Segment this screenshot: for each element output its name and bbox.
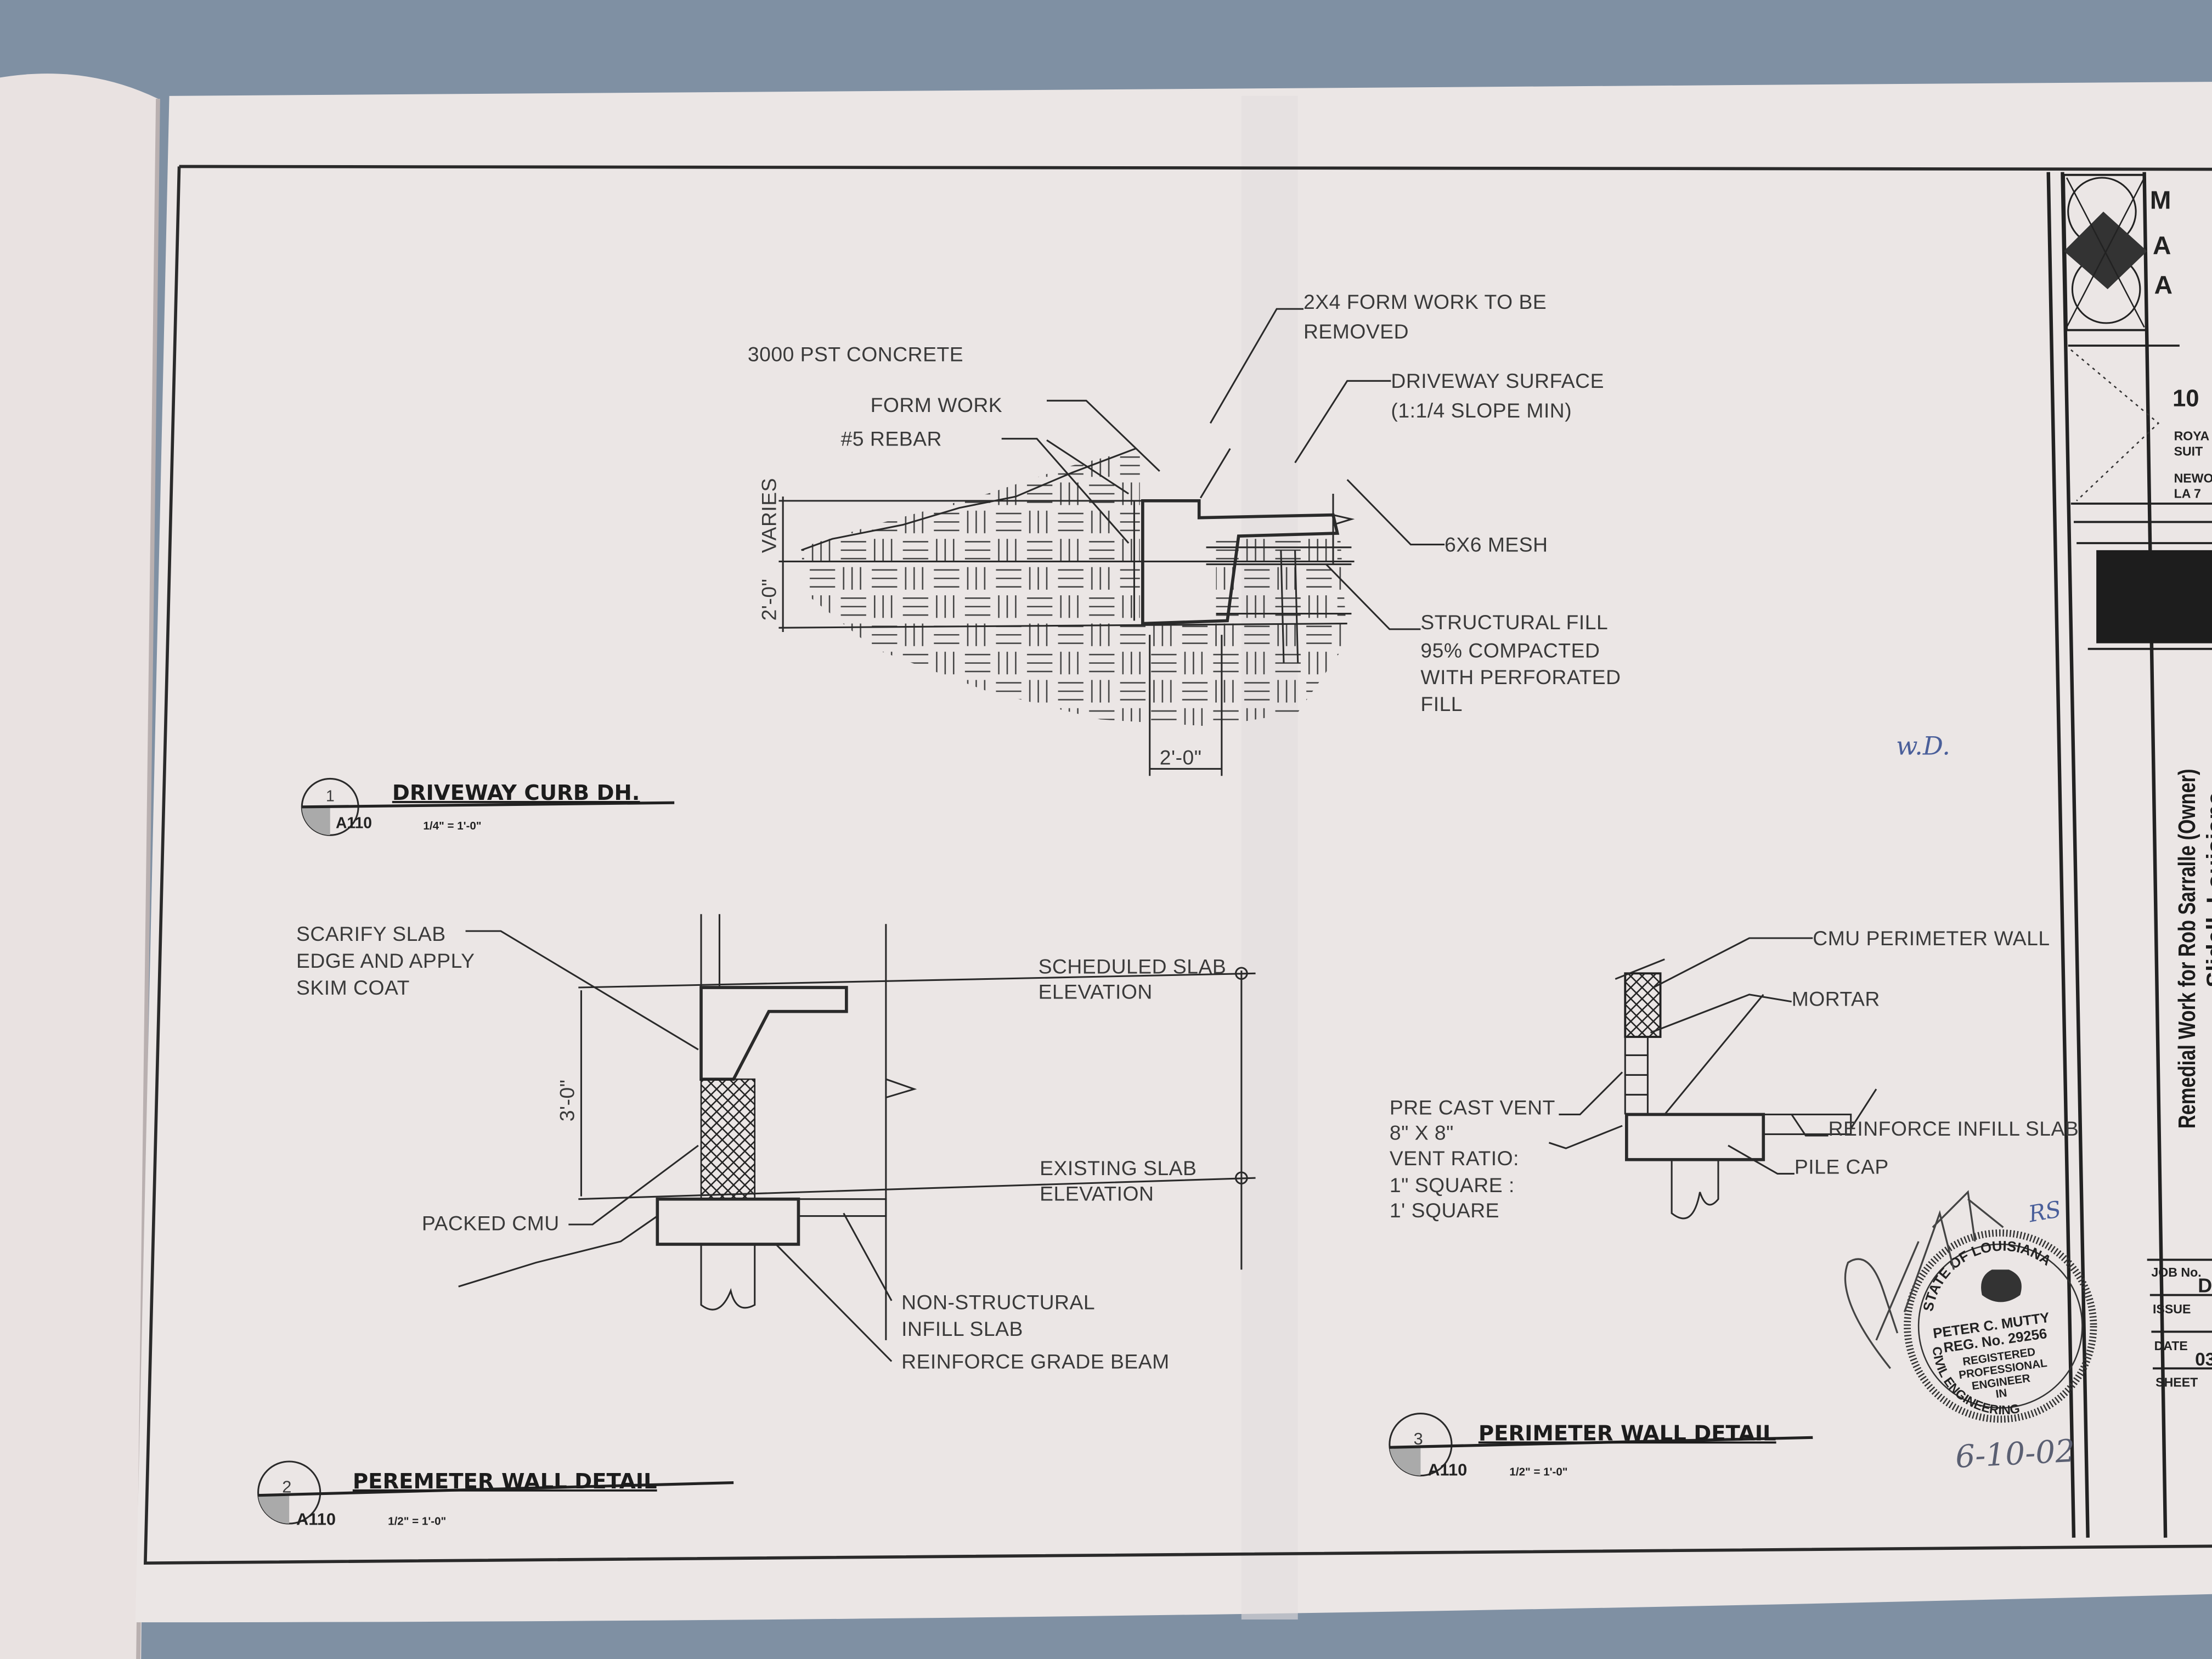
detail-3-perimeter-wall: CMU PERIMETER WALL MORTAR PRE CAST VENT … <box>1389 927 2079 1480</box>
handwritten-initials-seal: RS <box>2026 1196 2063 1228</box>
label-scheduled-elev: ELEVATION <box>1039 980 1153 1003</box>
sheet-ref: A110 <box>1427 1460 1467 1480</box>
label-driveway-slope: (1:1/4 SLOPE MIN) <box>1391 399 1572 422</box>
detail-title: DRIVEWAY CURB DH. <box>392 781 640 805</box>
redacted-block <box>2096 550 2212 644</box>
label-existing-slab: EXISTING SLAB <box>1040 1156 1197 1180</box>
sheet-border <box>143 165 2212 1565</box>
label-packed-cmu: PACKED CMU <box>422 1211 560 1234</box>
label-scarify-2: EDGE AND APPLY <box>296 949 475 972</box>
label-rebar: #5 REBAR <box>841 427 942 450</box>
detail-number: 1 <box>326 787 335 805</box>
project-location: Slidell, Louisiana <box>2202 791 2212 988</box>
detail-1-driveway-curb: 3000 PST CONCRETE FORM WORK #5 REBAR 2X4… <box>301 290 1621 836</box>
sheet <box>135 82 2212 1623</box>
detail-title: PEREMETER WALL DETAIL <box>353 1469 657 1494</box>
label-grade-beam: REINFORCE GRADE BEAM <box>901 1350 1170 1373</box>
dim-depth: 2'-0" <box>757 579 780 621</box>
label-vent-5: 1' SQUARE <box>1390 1199 1499 1222</box>
detail-scale: 1/2" = 1'-0" <box>1509 1466 1567 1479</box>
label-infill-1: NON-STRUCTURAL <box>901 1290 1095 1313</box>
label-vent-2: 8" X 8" <box>1390 1121 1454 1144</box>
label-fill-3: WITH PERFORATED <box>1420 665 1621 689</box>
dim-width: 2'-0" <box>1160 746 1202 769</box>
label-form-removed: 2X4 FORM WORK TO BE <box>1304 290 1547 313</box>
signature <box>1844 1190 2004 1369</box>
label-mesh: 6X6 MESH <box>1444 533 1548 556</box>
label-fill-2: 95% COMPACTED <box>1420 639 1600 662</box>
detail-scale: 1/2" = 1'-0" <box>388 1515 446 1528</box>
address-line: ROYA <box>2174 428 2210 443</box>
address-line: SUIT <box>2174 444 2203 459</box>
handwritten-initials: w.D. <box>1896 731 1950 761</box>
label-reinforce-infill: REINFORCE INFILL SLAB <box>1829 1117 2079 1140</box>
address-line: LA 7 <box>2174 487 2201 501</box>
label-vent-1: PRE CAST VENT <box>1390 1096 1555 1119</box>
label-form-removed-2: REMOVED <box>1304 320 1409 343</box>
label-fill-4: FILL <box>1420 692 1463 715</box>
label-scarify-3: SKIM COAT <box>296 976 410 999</box>
logo-letter-a1: A <box>2153 231 2171 259</box>
left-page <box>0 74 158 1659</box>
sheet-ref: A110 <box>296 1510 336 1529</box>
soil-hatch <box>801 448 1347 727</box>
sheet-label: SHEET <box>2155 1375 2198 1390</box>
logo-letter-m: M <box>2150 186 2171 215</box>
project-title: Remedial Work for Rob Sarralle (Owner) <box>2174 769 2200 1128</box>
label-cmu-wall: CMU PERIMETER WALL <box>1813 927 2050 950</box>
detail-number: 3 <box>1414 1429 1424 1448</box>
pelican-icon <box>1981 1269 2022 1302</box>
label-scheduled-slab: SCHEDULED SLAB <box>1039 955 1227 978</box>
address-line: NEWO <box>2174 471 2212 485</box>
label-vent-3: VENT RATIO: <box>1390 1147 1519 1170</box>
label-driveway: DRIVEWAY SURFACE <box>1391 369 1604 392</box>
date-label: DATE <box>2154 1339 2188 1353</box>
label-form-work: FORM WORK <box>871 393 1003 416</box>
label-fill-1: STRUCTURAL FILL <box>1420 611 1608 634</box>
detail-number: 2 <box>282 1477 292 1497</box>
dim-height: 3'-0" <box>556 1080 579 1122</box>
title-block: M A A 10 ROYA SUIT NEWO LA 7 Remedial Wo… <box>2046 172 2212 1538</box>
detail-scale: 1/4" = 1'-0" <box>423 820 481 832</box>
curb-concrete <box>1141 499 1340 625</box>
logo-diamond-icon <box>2064 211 2147 290</box>
detail-title: PERIMETER WALL DETAIL <box>1479 1421 1776 1446</box>
detail-1-title: 1 DRIVEWAY CURB DH. A110 1/4" = 1'-0" <box>301 777 675 836</box>
detail-2-perimeter-wall: SCARIFY SLAB EDGE AND APPLY SKIM COAT SC… <box>257 914 1256 1529</box>
detail-2-title: 2 PEREMETER WALL DETAIL A110 1/2" = 1'-0… <box>257 1460 734 1529</box>
label-infill-2: INFILL SLAB <box>901 1317 1023 1340</box>
issue-label: ISSUE <box>2153 1302 2191 1316</box>
handwritten-date: 6-10-02 <box>1955 1433 2076 1475</box>
label-existing-elev: ELEVATION <box>1040 1182 1154 1205</box>
address-number: 10 <box>2172 385 2199 412</box>
job-no-label: JOB No. <box>2151 1265 2201 1279</box>
label-mortar: MORTAR <box>1792 987 1880 1010</box>
seal-line: IN <box>1995 1386 2008 1401</box>
label-vent-4: 1" SQUARE : <box>1390 1173 1515 1197</box>
label-concrete: 3000 PST CONCRETE <box>748 342 963 365</box>
sheet-ref: A110 <box>336 814 372 831</box>
job-no-value: D <box>2198 1274 2212 1296</box>
detail-3-title: 3 PERIMETER WALL DETAIL A110 1/2" = 1'-0… <box>1389 1413 1813 1480</box>
label-pile-cap: PILE CAP <box>1795 1155 1889 1178</box>
logo-letter-a2: A <box>2154 270 2172 299</box>
label-scarify-1: SCARIFY SLAB <box>296 922 446 945</box>
dim-varies: VARIES <box>757 478 780 553</box>
date-value: 03 <box>2195 1350 2212 1370</box>
